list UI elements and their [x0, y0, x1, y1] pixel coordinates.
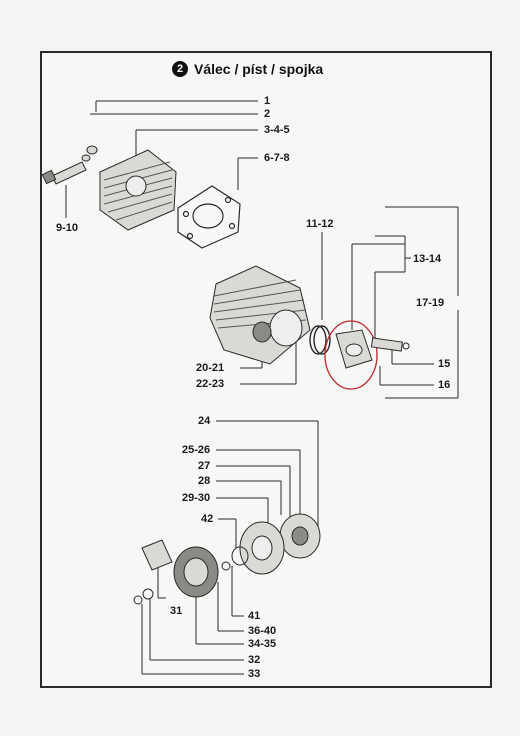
callout-25-26: 25-26: [182, 444, 211, 456]
spark-plug-part: [41, 161, 87, 185]
callout-41: 41: [248, 610, 261, 622]
callout-29-30: 29-30: [182, 492, 211, 504]
callout-11-12: 11-12: [306, 218, 334, 230]
callout-34-35: 34-35: [248, 638, 277, 650]
callout-28: 28: [198, 475, 211, 487]
page-title: Válec / píst / spojka: [194, 61, 324, 77]
callout-1: 1: [264, 95, 271, 107]
piston-rings-part: [309, 325, 331, 355]
page-frame: [40, 51, 492, 688]
callout-31: 31: [170, 605, 183, 617]
callout-27: 27: [198, 460, 211, 472]
nut-washer-part: [81, 145, 98, 162]
callout-9-10: 9-10: [56, 222, 79, 234]
cylinder-part: [209, 265, 311, 365]
piston-part: [335, 329, 373, 369]
section-number-badge: 2: [172, 61, 188, 77]
callout-17-19: 17-19: [416, 297, 445, 309]
callout-2: 2: [264, 108, 271, 120]
callout-32: 32: [248, 654, 261, 666]
callout-13-14: 13-14: [413, 253, 442, 265]
callout-6-7-8: 6-7-8: [264, 152, 290, 164]
callout-24: 24: [198, 415, 211, 427]
callout-36-40: 36-40: [248, 625, 277, 637]
section-heading: 2 Válec / píst / spojka: [172, 61, 323, 77]
cylinder-head-part: [99, 149, 177, 231]
highlight-circle: [324, 320, 378, 390]
head-gasket-part: [177, 185, 241, 249]
callout-22-23: 22-23: [196, 378, 225, 390]
callout-16: 16: [438, 379, 451, 391]
callout-42: 42: [201, 513, 214, 525]
piston-pin-part: [370, 337, 410, 352]
callout-3-4-5: 3-4-5: [264, 124, 290, 136]
callout-20-21: 20-21: [196, 362, 225, 374]
callout-33: 33: [248, 668, 261, 680]
callout-15: 15: [438, 358, 451, 370]
clutch-assembly-part: [133, 513, 321, 605]
